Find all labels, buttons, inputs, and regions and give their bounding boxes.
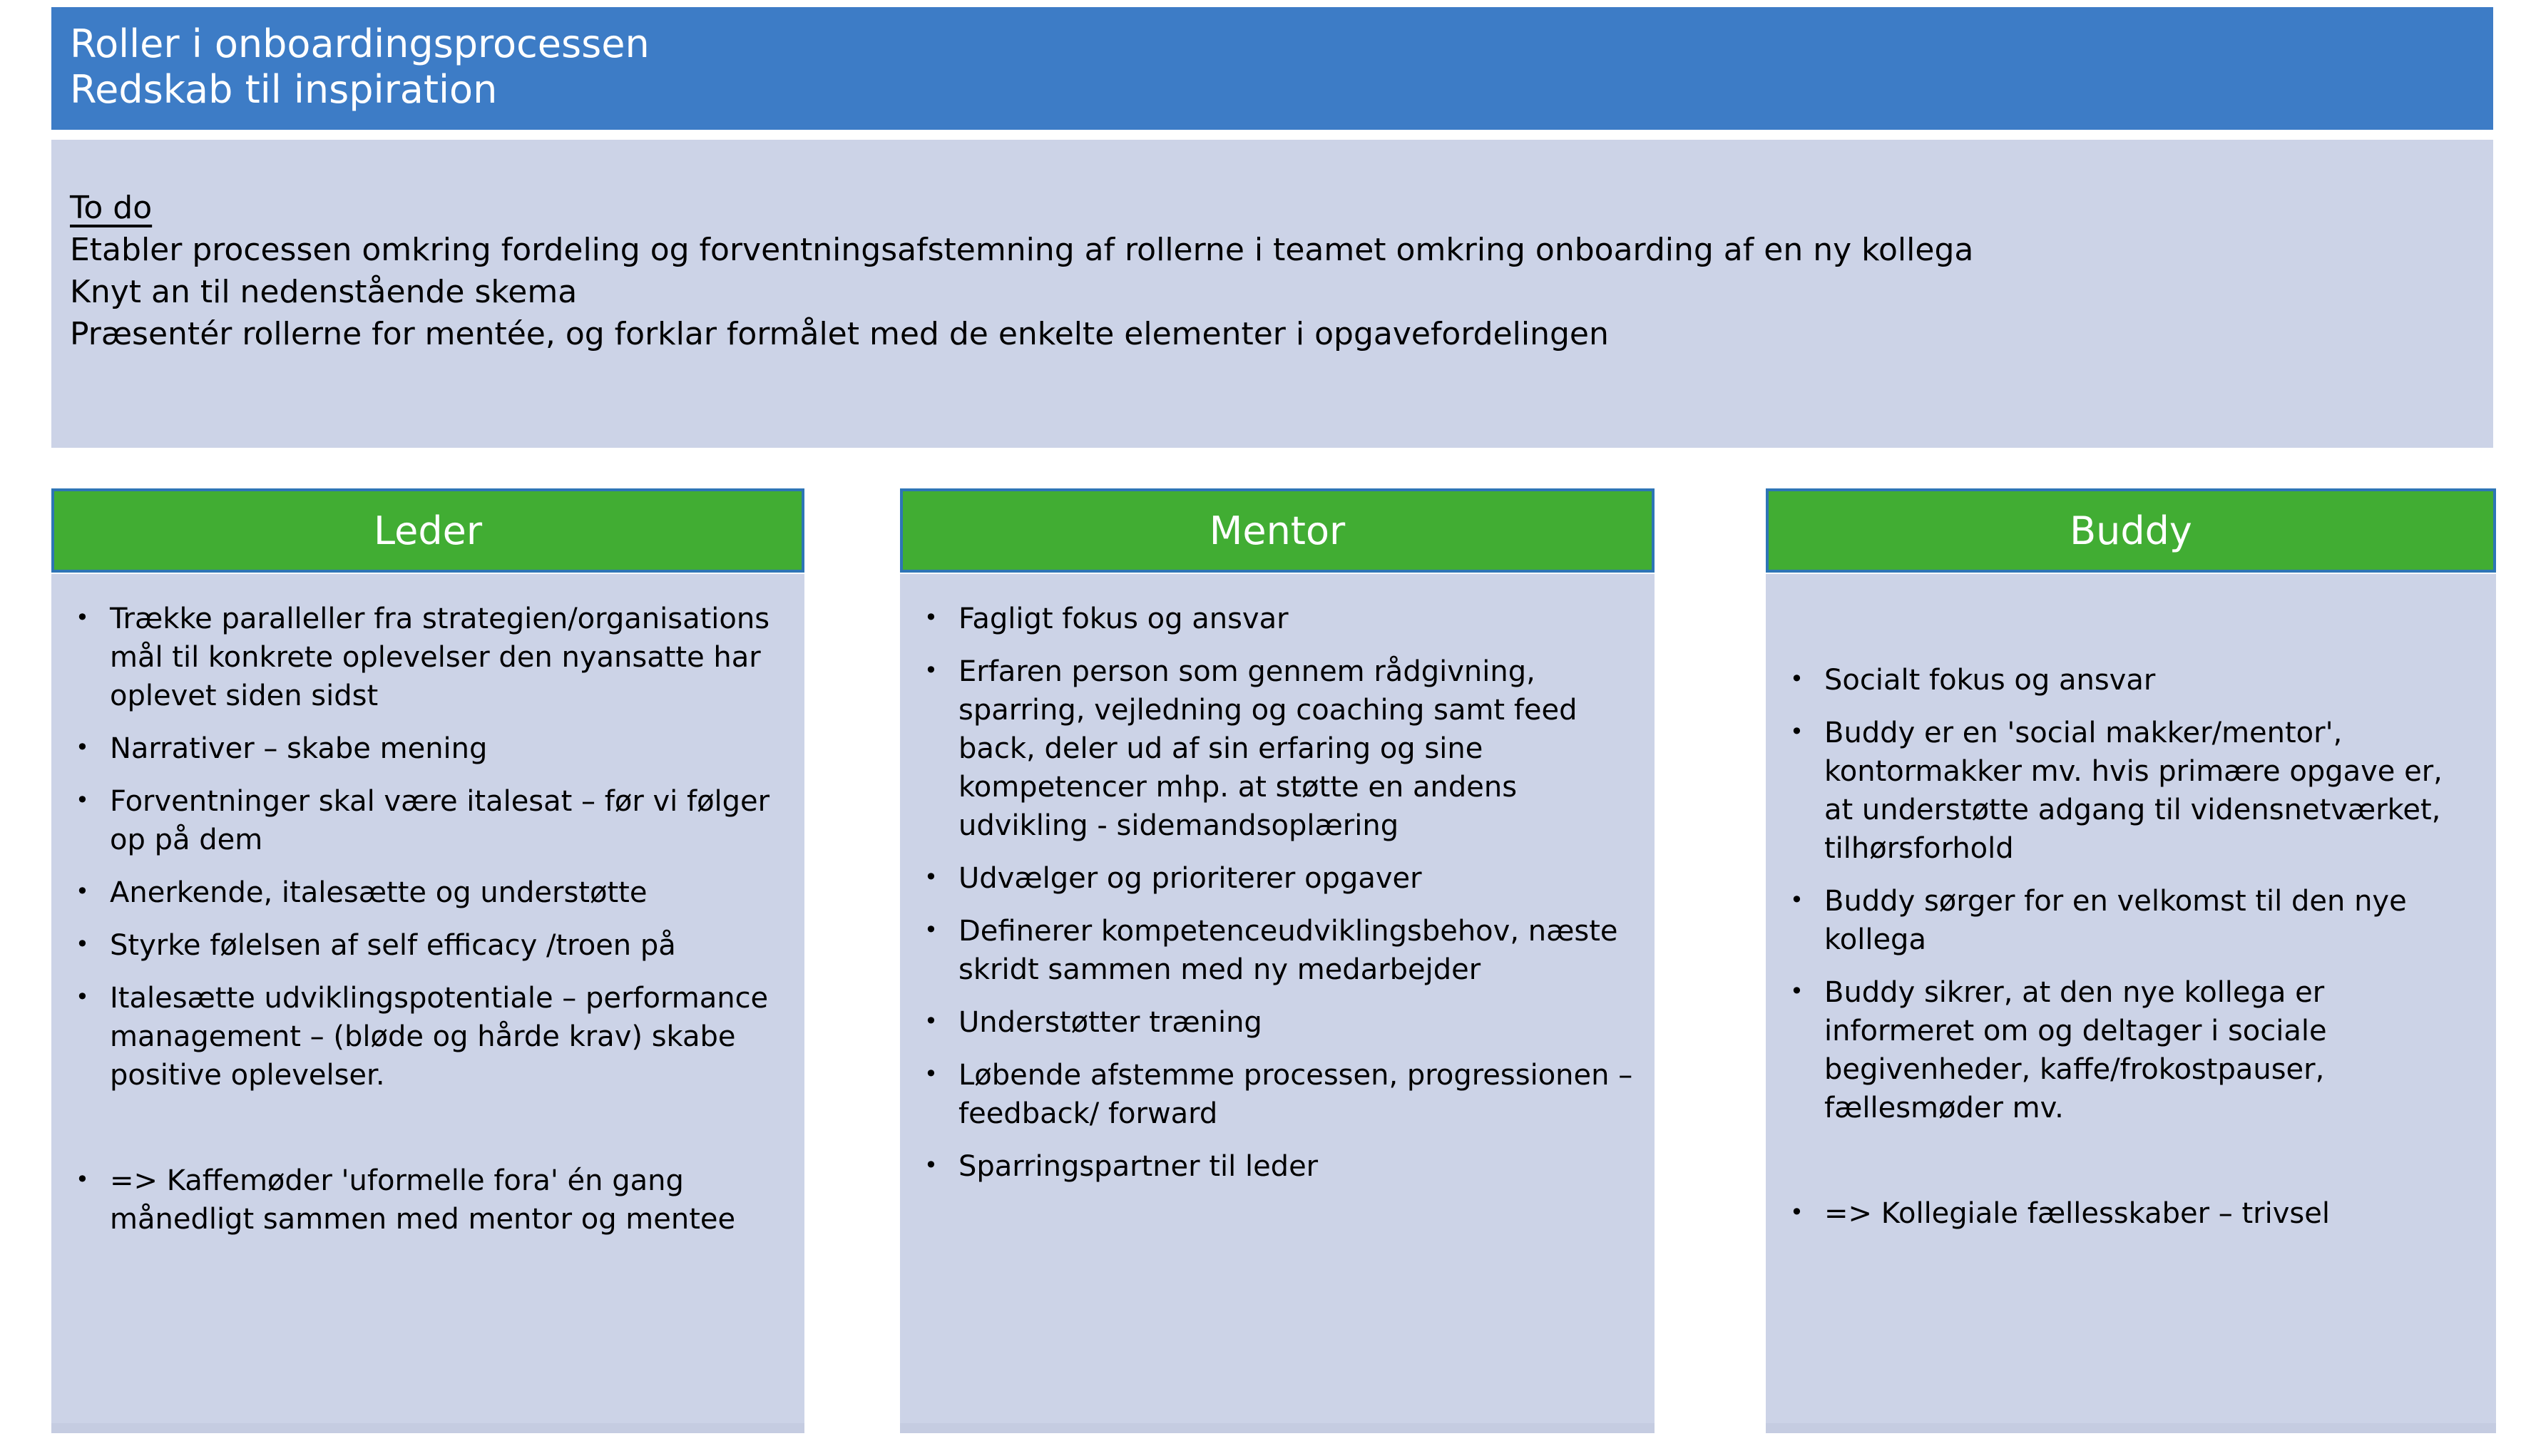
list-item (1781, 1142, 2477, 1180)
todo-panel: To do Etabler processen omkring fordelin… (51, 140, 2493, 448)
list-item: Buddy sikrer, at den nye kollega er info… (1781, 972, 2477, 1127)
list-item: Anerkende, italesætte og understøtte (67, 872, 786, 912)
bullet-list-leder: Trække paralleller fra strategien/organi… (67, 598, 786, 1239)
list-item: Løbende afstemme processen, progressione… (916, 1055, 1636, 1133)
list-item: Udvælger og prioriterer opgaver (916, 858, 1636, 898)
todo-heading: To do (70, 190, 153, 226)
role-column-mentor: Mentor Fagligt fokus og ansvarErfaren pe… (900, 488, 1655, 1433)
role-column-buddy: Buddy Socialt fokus og ansvarBuddy er en… (1766, 488, 2496, 1433)
todo-line: Præsentér rollerne for mentée, og forkla… (70, 316, 1609, 352)
list-item: Socialt fokus og ansvar (1781, 660, 2477, 699)
column-body-leder: Trække paralleller fra strategien/organi… (51, 574, 804, 1433)
column-header-leder: Leder (51, 488, 804, 573)
column-body-mentor: Fagligt fokus og ansvarErfaren person so… (900, 574, 1655, 1433)
list-item: Fagligt fokus og ansvar (916, 598, 1636, 638)
list-item: Styrke følelsen af self efficacy /troen … (67, 925, 786, 965)
list-item: Understøtter træning (916, 1002, 1636, 1042)
list-item: Erfaren person som gennem rådgivning, sp… (916, 651, 1636, 845)
bullet-list-mentor: Fagligt fokus og ansvarErfaren person so… (916, 598, 1636, 1186)
slide-title-line-2: Redskab til inspiration (70, 67, 498, 112)
list-item: Sparringspartner til leder (916, 1146, 1636, 1186)
list-item: => Kaffemøder 'uformelle fora' én gang m… (67, 1160, 786, 1239)
list-item: Italesætte udviklingspotentiale – perfor… (67, 978, 786, 1094)
list-item: Forventninger skal være italesat – før v… (67, 781, 786, 859)
todo-line: Etabler processen omkring fordeling og f… (70, 232, 1974, 268)
list-item: Trække paralleller fra strategien/organi… (67, 598, 786, 715)
slide-title-line-1: Roller i onboardingsprocessen (70, 21, 650, 66)
column-header-buddy: Buddy (1766, 488, 2496, 573)
role-column-leder: Leder Trække paralleller fra strategien/… (51, 488, 804, 1433)
bullet-list-buddy: Socialt fokus og ansvarBuddy er en 'soci… (1781, 660, 2477, 1233)
list-item: Buddy sørger for en velkomst til den nye… (1781, 881, 2477, 959)
column-header-mentor: Mentor (900, 488, 1655, 573)
list-item: Buddy er en 'social makker/mentor', kont… (1781, 712, 2477, 868)
list-item (67, 1109, 786, 1147)
slide-title-bar: Roller i onboardingsprocessen Redskab ti… (51, 7, 2493, 130)
todo-line: Knyt an til nedenstående skema (70, 274, 578, 310)
list-item: Narrativer – skabe mening (67, 728, 786, 768)
list-item: => Kollegiale fællesskaber – trivsel (1781, 1193, 2477, 1233)
list-item: Definerer kompetenceudviklingsbehov, næs… (916, 911, 1636, 989)
column-body-buddy: Socialt fokus og ansvarBuddy er en 'soci… (1766, 574, 2496, 1433)
